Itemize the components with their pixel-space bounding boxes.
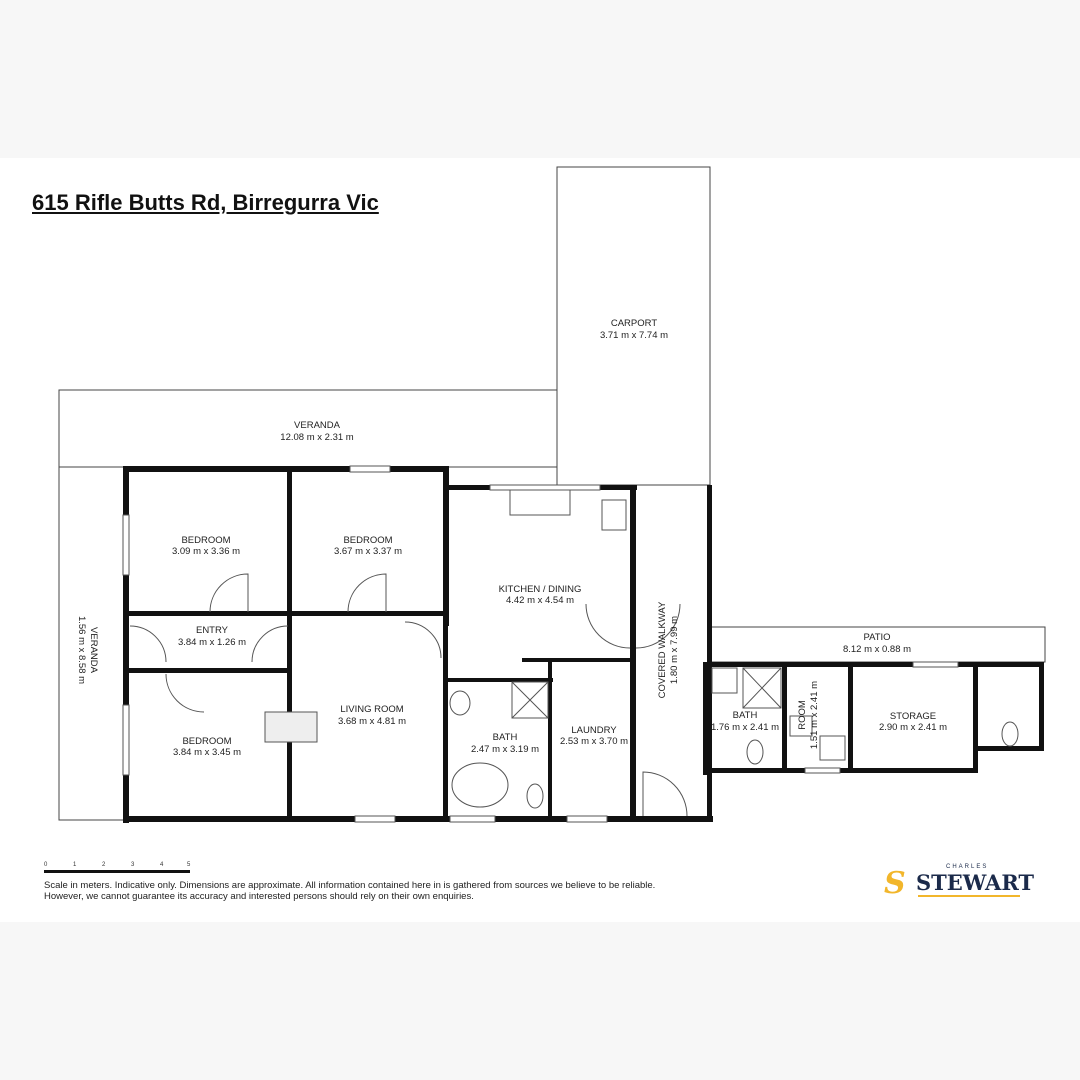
veranda-left-name: VERANDA: [88, 627, 99, 674]
scale-line: [44, 870, 190, 873]
walkway-name: COVERED WALKWAY: [657, 601, 668, 698]
veranda-left-dims: 1.56 m x 8.58 m: [76, 616, 87, 684]
logo-charles: CHARLES: [946, 864, 989, 870]
living-dims: 3.68 m x 4.81 m: [338, 716, 406, 727]
storage-name: STORAGE: [890, 711, 936, 722]
bath2-dims: 1.76 m x 2.41 m: [711, 722, 779, 733]
walkway-dims: 1.80 m x 7.99 m: [669, 616, 680, 684]
scale-tick: 2: [102, 862, 106, 868]
patio-name: PATIO: [863, 632, 890, 643]
windows-doors: [122, 465, 1019, 823]
page-title: 615 Rifle Butts Rd, Birregurra Vic: [32, 190, 379, 215]
logo-underline: [918, 895, 1020, 897]
bottom-margin: [0, 922, 1080, 1080]
living-name: LIVING ROOM: [340, 704, 403, 715]
scale-tick: 4: [160, 862, 164, 868]
bedroom3-name: BEDROOM: [182, 736, 231, 747]
bedroom3-dims: 3.84 m x 3.45 m: [173, 747, 241, 758]
laundry-name: LAUNDRY: [571, 725, 617, 736]
veranda-top-name: VERANDA: [294, 420, 341, 431]
entry-dims: 3.84 m x 1.26 m: [178, 637, 246, 648]
disclaimer-line: Scale in meters. Indicative only. Dimens…: [44, 880, 656, 891]
scale-tick: 3: [131, 862, 135, 868]
room-labels: CARPORT 3.71 m x 7.74 m VERANDA 12.08 m …: [76, 318, 947, 758]
bath1-dims: 2.47 m x 3.19 m: [471, 744, 539, 755]
kitchen-name: KITCHEN / DINING: [499, 584, 582, 595]
top-margin: [0, 0, 1080, 158]
storage-dims: 2.90 m x 2.41 m: [879, 722, 947, 733]
laundry-dims: 2.53 m x 3.70 m: [560, 736, 628, 747]
bath2-name: BATH: [733, 710, 758, 721]
kitchen-dims: 4.42 m x 4.54 m: [506, 595, 574, 606]
scale-tick: 1: [73, 862, 77, 868]
bedroom1-name: BEDROOM: [181, 535, 230, 546]
bedroom2-dims: 3.67 m x 3.37 m: [334, 546, 402, 557]
bedroom1-dims: 3.09 m x 3.36 m: [172, 546, 240, 557]
patio-dims: 8.12 m x 0.88 m: [843, 644, 911, 655]
bedroom2-name: BEDROOM: [343, 535, 392, 546]
disclaimer: Scale in meters. Indicative only. Dimens…: [44, 880, 655, 902]
carport-dims: 3.71 m x 7.74 m: [600, 330, 668, 341]
disclaimer-line: However, we cannot guarantee its accurac…: [44, 891, 474, 902]
scale-tick: 0: [44, 862, 48, 868]
bath1-name: BATH: [493, 732, 518, 743]
veranda-top-dims: 12.08 m x 2.31 m: [280, 432, 353, 443]
logo-stewart: STEWART: [916, 870, 1035, 895]
room-dims: 1.51 m x 2.41 m: [809, 681, 820, 749]
entry-name: ENTRY: [196, 625, 229, 636]
carport-name: CARPORT: [611, 318, 657, 329]
scale-bar: 0 1 2 3 4 5: [44, 862, 190, 873]
charles-stewart-logo: S CHARLES STEWART: [884, 864, 1034, 904]
room-name: ROOM: [797, 700, 808, 730]
scale-tick: 5: [187, 862, 191, 868]
logo-s-emblem: S: [884, 866, 906, 901]
